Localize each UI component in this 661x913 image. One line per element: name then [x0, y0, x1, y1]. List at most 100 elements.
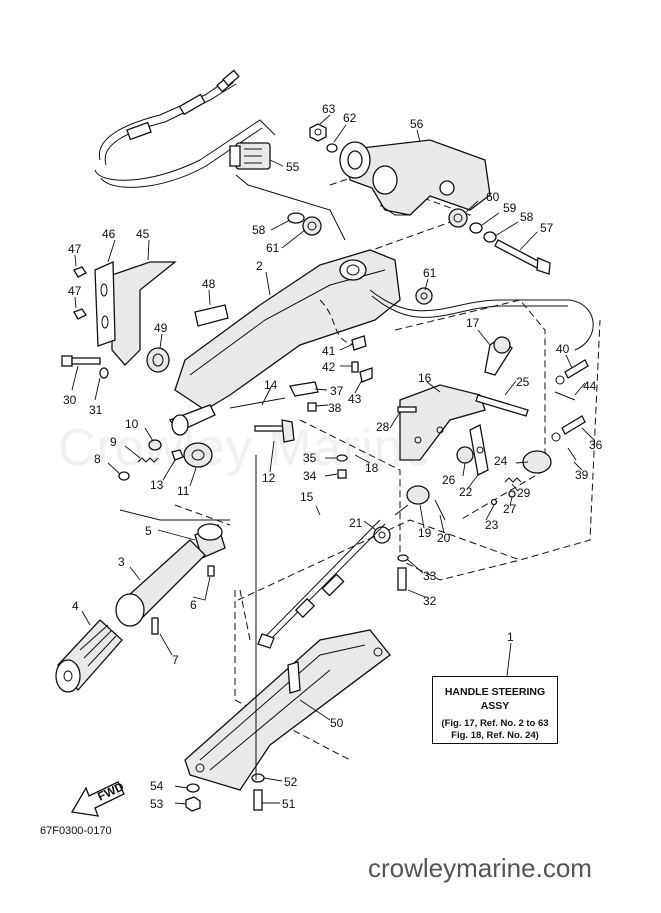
callout-61b: 61: [423, 266, 437, 280]
washer-59: [469, 222, 483, 234]
wire-14: [229, 397, 286, 409]
washer-58-left: [287, 212, 305, 224]
reference-box: HANDLE STEERING ASSY (Fig. 17, Ref. No. …: [432, 676, 558, 744]
callout-12: 12: [262, 471, 276, 485]
callout-31: 31: [89, 403, 103, 417]
pin-25: [475, 394, 529, 417]
callout-3: 3: [118, 555, 125, 569]
screw-34: [337, 469, 347, 479]
grip-4: [55, 619, 123, 693]
callout-27: 27: [503, 502, 517, 516]
decal-48: [194, 304, 229, 327]
gear-arm-17: [484, 336, 513, 376]
callout-41: 41: [322, 344, 336, 358]
washer-35: [336, 454, 348, 462]
callout-20: 20: [437, 531, 451, 545]
nut-13: [171, 449, 184, 461]
lever-19: [394, 485, 430, 516]
callout-10: 10: [125, 417, 139, 431]
callout-26: 26: [442, 473, 456, 487]
harness-connector-55: [229, 142, 346, 241]
reference-line-2: Fig. 18, Ref. No. 24): [451, 730, 539, 741]
reference-subtitle: ASSY: [480, 700, 510, 712]
callout-23: 23: [485, 518, 499, 532]
callout-62: 62: [343, 111, 357, 125]
screw-27: [508, 490, 516, 498]
clip-44: [554, 391, 576, 401]
handle-shaft-end: [169, 404, 216, 436]
callout-32: 32: [423, 594, 437, 608]
callout-29: 29: [517, 486, 531, 500]
bushing-61-right: [415, 287, 433, 305]
base-plate-50: [184, 629, 391, 791]
clamp-41: [351, 335, 367, 351]
screws-47: [73, 266, 87, 320]
washer-8: [118, 471, 130, 481]
bushing-60: [448, 208, 468, 228]
callout-37: 37: [330, 384, 344, 398]
callout-44: 44: [583, 379, 597, 393]
callout-38: 38: [328, 401, 342, 415]
clip-39: [567, 447, 577, 461]
callout-6: 6: [190, 598, 197, 612]
callout-19: 19: [418, 526, 432, 540]
washer-31: [99, 367, 109, 379]
washer-58-right: [483, 231, 497, 243]
spring-10: [148, 439, 162, 451]
callout-48: 48: [202, 277, 216, 291]
spring-9: [137, 457, 159, 463]
callout-30: 30: [63, 393, 77, 407]
callout-42: 42: [322, 360, 336, 374]
bushing-21: [373, 526, 391, 544]
callout-60: 60: [486, 190, 500, 204]
callout-18: 18: [365, 461, 379, 475]
callout-24: 24: [494, 454, 508, 468]
bracket-16: [399, 384, 486, 461]
callout-39: 39: [575, 468, 589, 482]
cable-rod: [257, 519, 386, 649]
link-rod-40: [555, 359, 589, 385]
washer-33: [397, 554, 409, 562]
collar-11: [183, 442, 213, 468]
callout-52: 52: [284, 775, 298, 789]
grommet-49: [146, 347, 170, 373]
callout-28: 28: [376, 420, 390, 434]
washer-62: [326, 143, 338, 153]
callout-47a: 47: [68, 242, 82, 256]
callout-43: 43: [348, 392, 362, 406]
callout-51: 51: [282, 797, 296, 811]
lever-22: [469, 424, 489, 476]
pin-20: [434, 499, 446, 521]
reference-line-1: (Fig. 17, Ref. No. 2 to 63: [441, 718, 549, 729]
bolt-57: [494, 239, 551, 275]
nut-53: [185, 796, 201, 812]
callout-5: 5: [145, 524, 152, 538]
callout-13: 13: [150, 478, 164, 492]
washer-52: [251, 773, 265, 783]
callout-56: 56: [410, 117, 424, 131]
reference-title: HANDLE STEERING: [444, 686, 546, 698]
collar-5: [194, 523, 226, 559]
throttle-grip-3: [115, 539, 206, 627]
callout-35: 35: [303, 451, 317, 465]
callout-11: 11: [177, 484, 190, 498]
callout-45: 45: [136, 227, 150, 241]
callout-22: 22: [459, 485, 473, 499]
watermark-text: Crowley Marine: [58, 419, 434, 477]
callout-46: 46: [102, 227, 116, 241]
callout-1: 1: [507, 630, 514, 644]
callout-36: 36: [589, 438, 603, 452]
washer-54: [186, 783, 200, 793]
diagram-code: 67F0300-0170: [40, 825, 112, 837]
handle-bracket-56: [339, 139, 491, 216]
callout-9: 9: [110, 435, 117, 449]
callout-49: 49: [154, 321, 168, 335]
callout-25: 25: [516, 375, 530, 389]
callout-59: 59: [503, 201, 517, 215]
clip-37: [289, 381, 319, 397]
callout-58b: 58: [520, 210, 534, 224]
bolt-51: [253, 789, 263, 811]
steering-handle-2: [174, 249, 401, 411]
callout-53: 53: [150, 797, 164, 811]
callout-7: 7: [172, 653, 179, 667]
